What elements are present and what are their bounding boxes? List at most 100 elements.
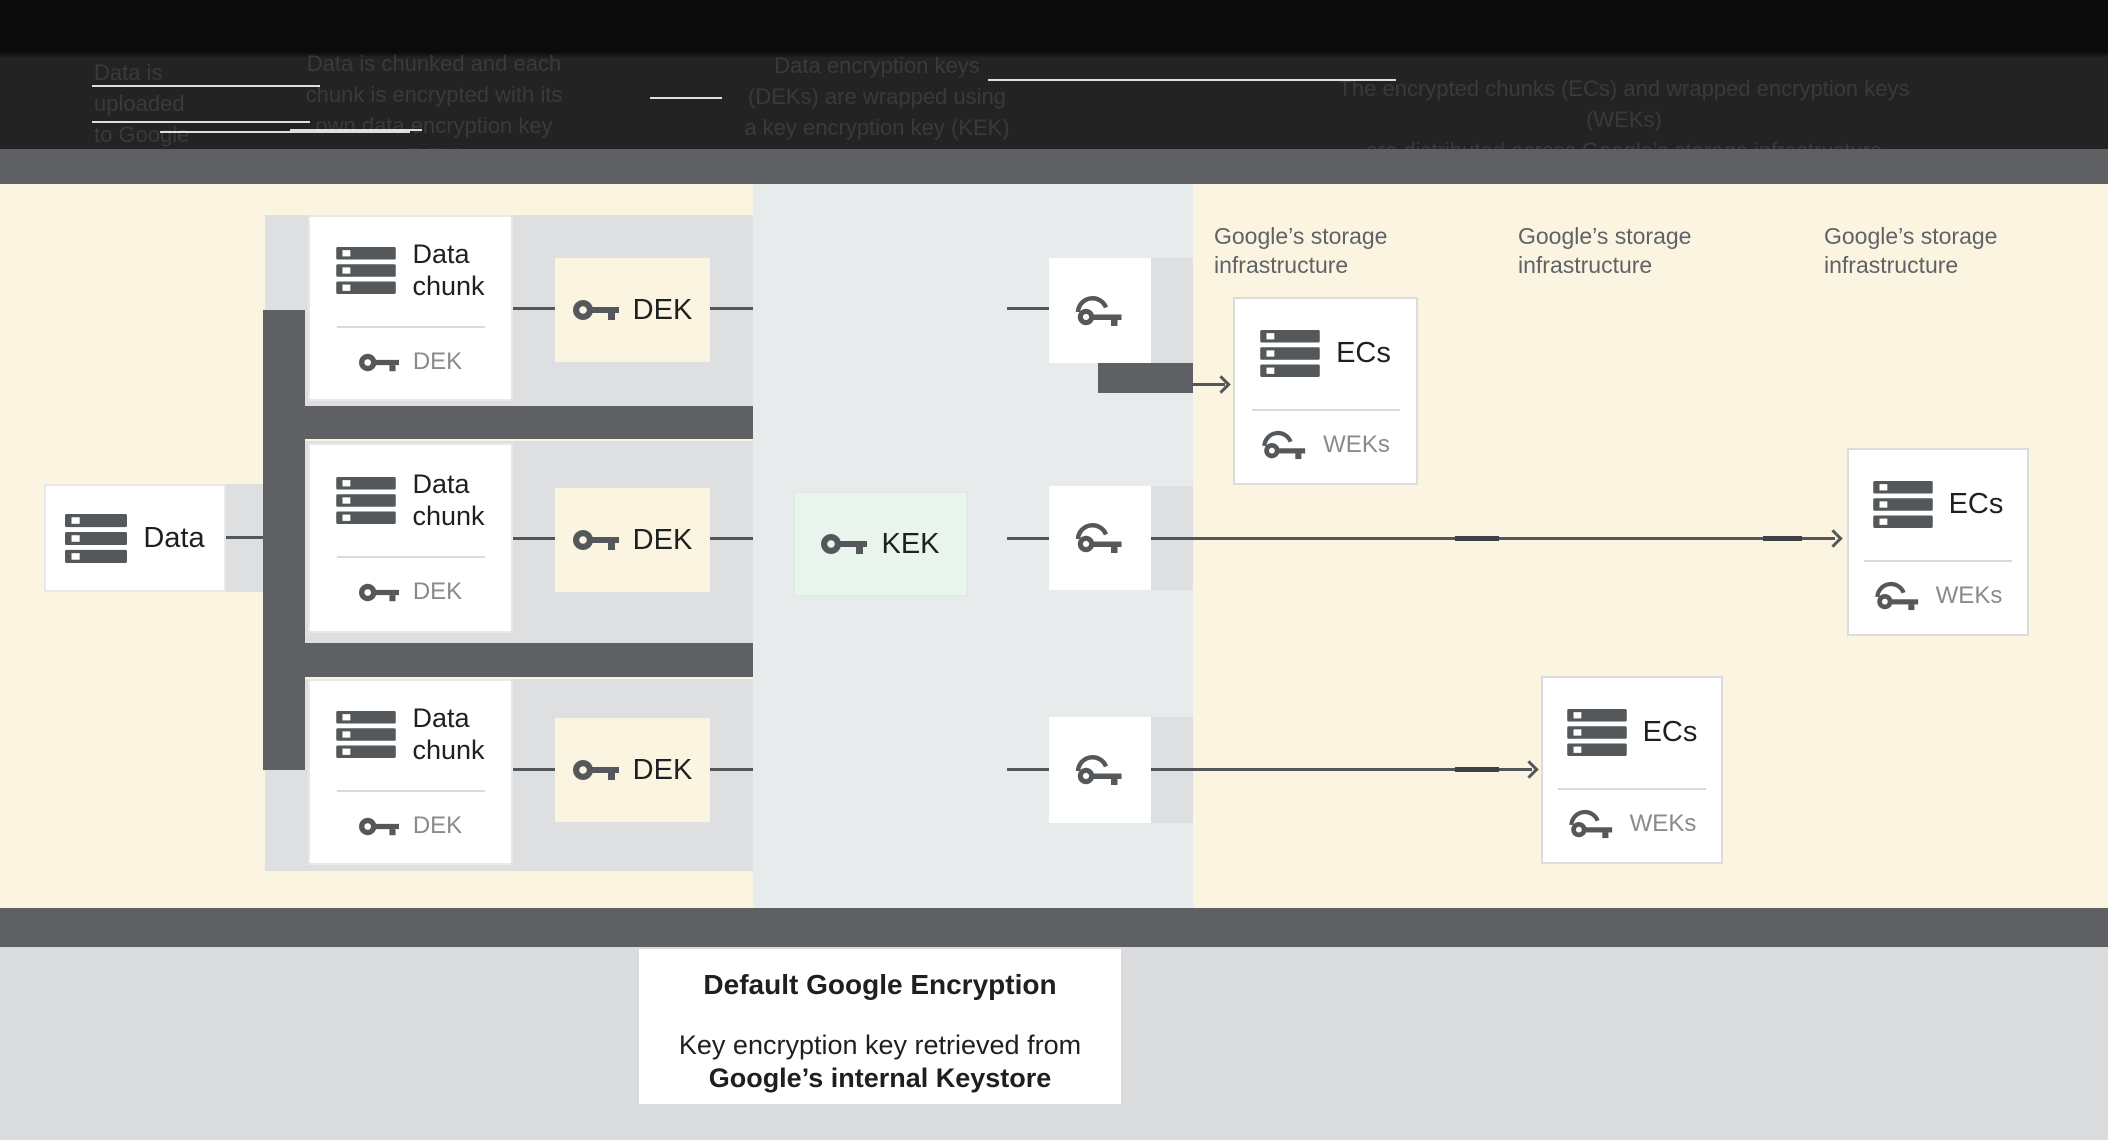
row3-line-c: [1007, 768, 1049, 771]
row1-line-c: [1007, 307, 1049, 310]
header-underline: [988, 79, 1396, 81]
key-icon: [359, 351, 399, 374]
card-divider: [1251, 409, 1400, 411]
kek-box: KEK: [793, 491, 968, 597]
row2-line-b: [710, 537, 753, 540]
caption-line-2: Google’s internal Keystore: [708, 1063, 1052, 1093]
header-step-1-line: to Google: [94, 122, 190, 147]
dek-box-1: DEK: [555, 258, 710, 362]
ecs-card-3: ECs WEKs: [1541, 676, 1723, 864]
header-step-3-line: Data encryption keys: [774, 53, 980, 78]
data-chunk-card-3: Data chunk DEK: [308, 679, 513, 865]
dek-box-2: DEK: [555, 488, 710, 592]
caption-box: Default Google Encryption Key encryption…: [639, 949, 1121, 1104]
wrapped-key-box-1: [1049, 258, 1151, 363]
dek-label: DEK: [412, 348, 463, 375]
card-divider: [1558, 788, 1706, 790]
header-underline: [160, 131, 410, 133]
header-step-4: The encrypted chunks (ECs) and wrapped e…: [1300, 73, 1948, 166]
header-step-2-line: chunk is encrypted with its: [305, 82, 563, 107]
data-chunk-card-1: Data chunk DEK: [308, 215, 513, 401]
data-chunk-label: Data chunk: [412, 703, 485, 765]
header-underline: [650, 97, 722, 99]
dek-label: DEK: [412, 812, 463, 839]
wrapped-key-icon: [1568, 809, 1616, 839]
server-icon: [65, 514, 127, 563]
key-icon: [359, 815, 399, 838]
dek-box-label: DEK: [632, 293, 693, 326]
server-icon: [336, 711, 396, 758]
header-step-2-line: Data is chunked and each: [306, 51, 562, 76]
arrow-dash: [1455, 767, 1499, 772]
row2-line-c: [1007, 537, 1049, 540]
dek-label: DEK: [412, 578, 463, 605]
caption-line-1: Key encryption key retrieved from: [678, 1030, 1082, 1060]
data-card-label: Data: [143, 521, 205, 554]
weks-label: WEKs: [1323, 431, 1390, 458]
branch-bar-2: [263, 643, 753, 677]
data-chunk-card-2: Data chunk DEK: [308, 443, 513, 633]
wrapped-key-icon: [1075, 522, 1125, 554]
row1-line-b: [710, 307, 753, 310]
server-icon: [1567, 709, 1627, 756]
weks-label: WEKs: [1629, 810, 1697, 837]
header-step-1-line: Data is: [94, 60, 163, 85]
ecs-label: ECs: [1948, 487, 2004, 520]
row1-line-a: [513, 307, 555, 310]
wrapped-key-icon: [1075, 295, 1125, 327]
header-step-3-line: (DEKs) are wrapped using: [747, 84, 1006, 109]
arrow-to-ecs1-line: [1193, 383, 1225, 386]
wrapped-key-icon: [1075, 754, 1125, 786]
wrapped-key-icon: [1261, 430, 1309, 460]
wrapped-key-icon: [1874, 581, 1922, 611]
weks-label: WEKs: [1935, 582, 2003, 609]
header-step-4-line: The encrypted chunks (ECs) and wrapped e…: [1338, 76, 1910, 132]
data-card: Data: [44, 484, 226, 592]
bottom-divider-bar: [0, 908, 2108, 947]
dek-box-label: DEK: [632, 523, 693, 556]
ecs-card-2: ECs WEKs: [1847, 448, 2029, 636]
ecs-label: ECs: [1336, 336, 1391, 369]
arrow-to-ecs3-line: [1151, 768, 1532, 771]
header-underline: [290, 129, 422, 131]
arrow-dash: [1763, 536, 1802, 541]
header-step-1-line: uploaded: [94, 91, 185, 116]
card-divider: [336, 556, 485, 558]
card-divider: [1864, 560, 2012, 562]
server-icon: [336, 477, 396, 524]
header-underline: [92, 85, 320, 87]
wrapped-key-box-2: [1049, 486, 1151, 590]
server-icon: [336, 247, 396, 294]
branch-vertical-bar: [263, 310, 305, 770]
key-box-shadow: [1151, 258, 1193, 363]
header-step-3-line: a key encryption key (KEK): [744, 115, 1010, 140]
storage-label-3: Google’s storage infrastructure: [1824, 223, 1998, 278]
arrow-dash: [1455, 536, 1499, 541]
caption-title: Default Google Encryption: [703, 969, 1057, 1000]
server-icon: [1873, 481, 1933, 528]
ecs-card-1: ECs WEKs: [1233, 297, 1418, 485]
data-to-branch-line: [226, 536, 265, 539]
key-icon: [573, 297, 619, 323]
storage-label-2: Google’s storage infrastructure: [1518, 223, 1692, 278]
card-divider: [336, 790, 485, 792]
header-step-2: Data is chunked and each chunk is encryp…: [288, 48, 580, 172]
key-icon: [573, 527, 619, 553]
data-chunk-label: Data chunk: [412, 239, 485, 301]
server-icon: [1260, 330, 1320, 377]
card-divider: [336, 326, 485, 328]
wrapped-key-box-3: [1049, 717, 1151, 823]
key-icon: [821, 531, 867, 557]
data-chunk-label: Data chunk: [412, 469, 485, 531]
row3-line-a: [513, 768, 555, 771]
top-divider-bar: [0, 149, 2108, 184]
row2-line-a: [513, 537, 555, 540]
header-step-3: Data encryption keys (DEKs) are wrapped …: [728, 50, 1026, 143]
branch-bar-1: [263, 406, 753, 439]
key-icon: [359, 581, 399, 604]
dek-box-3: DEK: [555, 718, 710, 822]
dek-box-label: DEK: [632, 753, 693, 786]
row3-line-b: [710, 768, 753, 771]
storage-label-1: Google’s storage infrastructure: [1214, 223, 1388, 278]
